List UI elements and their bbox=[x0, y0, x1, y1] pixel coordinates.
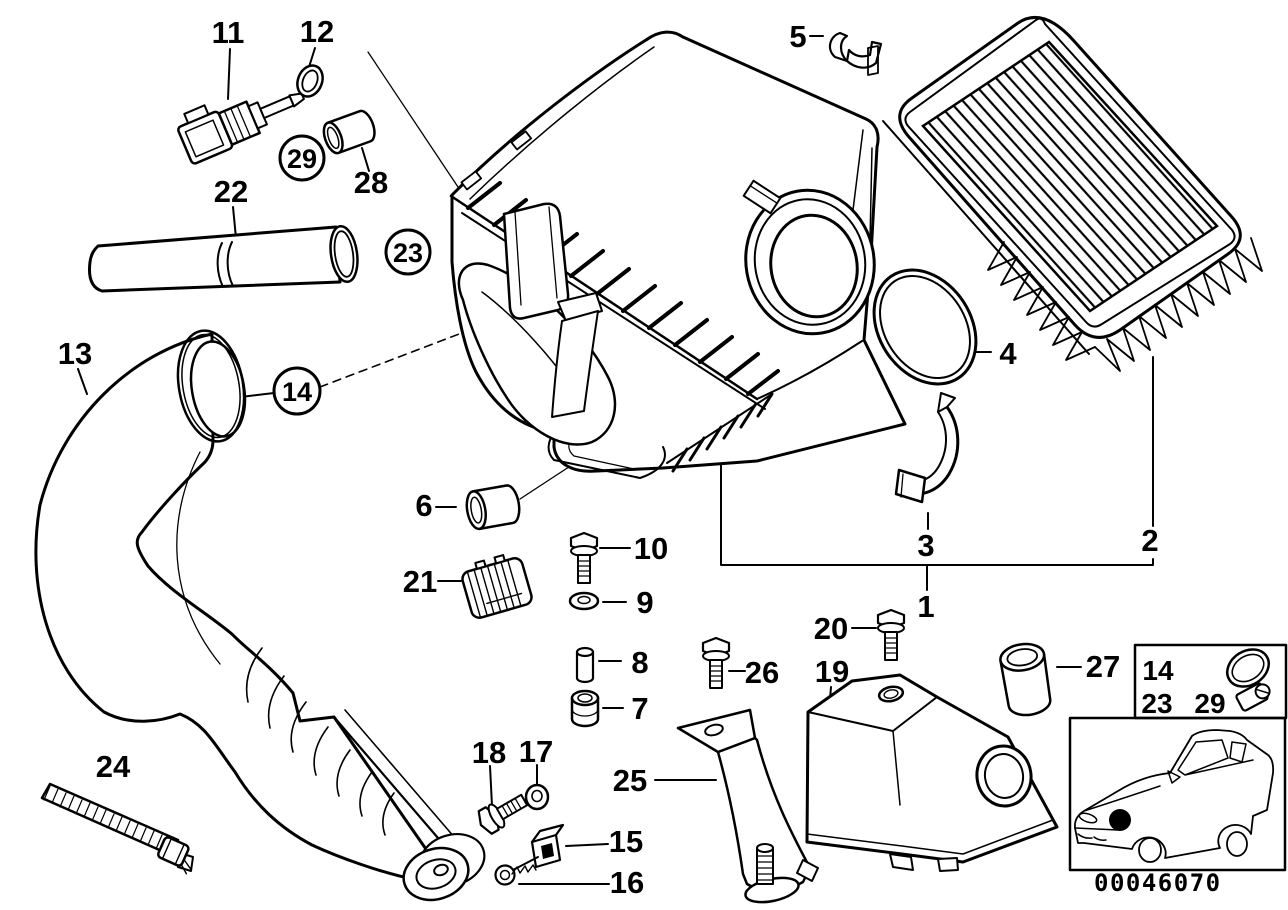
connecting-hose bbox=[88, 224, 359, 293]
callout-25: 25 bbox=[613, 763, 647, 798]
callout-29-circle bbox=[278, 134, 326, 182]
callout-4: 4 bbox=[999, 336, 1017, 371]
hose-clamp-icon bbox=[1226, 648, 1271, 712]
retaining-clip bbox=[828, 31, 883, 76]
callout-20: 20 bbox=[814, 611, 848, 646]
callout-14-circle bbox=[272, 366, 322, 416]
callout-26: 26 bbox=[745, 655, 779, 690]
callout-16: 16 bbox=[610, 865, 644, 900]
callout-12: 12 bbox=[300, 14, 334, 49]
callout-13: 13 bbox=[58, 336, 92, 371]
connector-sleeve-27 bbox=[999, 642, 1052, 717]
callout-28: 28 bbox=[354, 165, 388, 200]
hex-bolt-20 bbox=[876, 608, 906, 662]
callout-10: 10 bbox=[634, 531, 668, 566]
legend-item-29: 29 bbox=[1194, 688, 1225, 719]
clamp-screw bbox=[742, 179, 782, 215]
callout-21: 21 bbox=[403, 564, 437, 599]
callout-11: 11 bbox=[212, 15, 245, 50]
hex-bolt-10 bbox=[569, 531, 599, 585]
clip-nut-15 bbox=[530, 823, 565, 869]
sensor-sleeve bbox=[322, 109, 376, 155]
callout-3: 3 bbox=[917, 528, 934, 563]
callout-22: 22 bbox=[214, 174, 248, 209]
washer-17 bbox=[524, 783, 550, 811]
callout-7: 7 bbox=[631, 691, 648, 726]
callout-1: 1 bbox=[917, 589, 934, 624]
callout-23: 23 bbox=[393, 238, 423, 268]
callout-5: 5 bbox=[789, 19, 806, 54]
washer-9 bbox=[568, 591, 600, 611]
callout-9: 9 bbox=[636, 585, 653, 620]
self-tapping-screw-16 bbox=[494, 856, 539, 886]
callout-14: 14 bbox=[282, 377, 312, 407]
hex-bolt-18 bbox=[473, 787, 532, 838]
callout-15: 15 bbox=[609, 824, 643, 859]
spacer-tube-8 bbox=[575, 646, 595, 684]
sensor-o-ring bbox=[296, 64, 324, 98]
leader-lines bbox=[77, 35, 1154, 885]
rubber-bushing-7 bbox=[570, 689, 600, 728]
diagram-part-number: 00046070 bbox=[1094, 869, 1222, 897]
air-filter-element bbox=[882, 15, 1263, 372]
callout-23-circle bbox=[384, 228, 432, 276]
car-inset-box: 00046070 bbox=[1068, 716, 1287, 897]
callout-18: 18 bbox=[472, 735, 506, 770]
callout-27: 27 bbox=[1086, 649, 1120, 684]
callout-8: 8 bbox=[631, 645, 648, 680]
intake-resonator bbox=[805, 673, 1059, 872]
spacer-sleeve-6 bbox=[465, 484, 521, 531]
callout-19: 19 bbox=[815, 654, 849, 689]
legend-box: 14 23 29 bbox=[1133, 643, 1288, 720]
location-marker-dot bbox=[1109, 809, 1131, 831]
sealing-ring bbox=[872, 268, 978, 386]
legend-item-14: 14 bbox=[1142, 655, 1174, 686]
hook-bracket bbox=[894, 392, 960, 504]
support-bracket bbox=[676, 708, 819, 904]
callout-17: 17 bbox=[519, 734, 553, 769]
callout-29: 29 bbox=[287, 144, 317, 174]
temperature-sensor bbox=[177, 92, 305, 165]
callouts: 11 12 22 28 13 24 6 21 10 9 8 7 18 17 15… bbox=[58, 14, 1159, 900]
rubber-mount-21 bbox=[461, 554, 533, 619]
cable-tie bbox=[40, 782, 192, 875]
intake-duct-hose bbox=[34, 329, 486, 902]
legend-item-23: 23 bbox=[1141, 688, 1172, 719]
intake-muffler-housing bbox=[449, 30, 907, 479]
callout-24: 24 bbox=[96, 749, 131, 784]
callout-2: 2 bbox=[1141, 523, 1158, 558]
hex-bolt-26 bbox=[701, 636, 731, 690]
car-location-icon bbox=[1074, 729, 1275, 863]
callout-6: 6 bbox=[415, 488, 432, 523]
